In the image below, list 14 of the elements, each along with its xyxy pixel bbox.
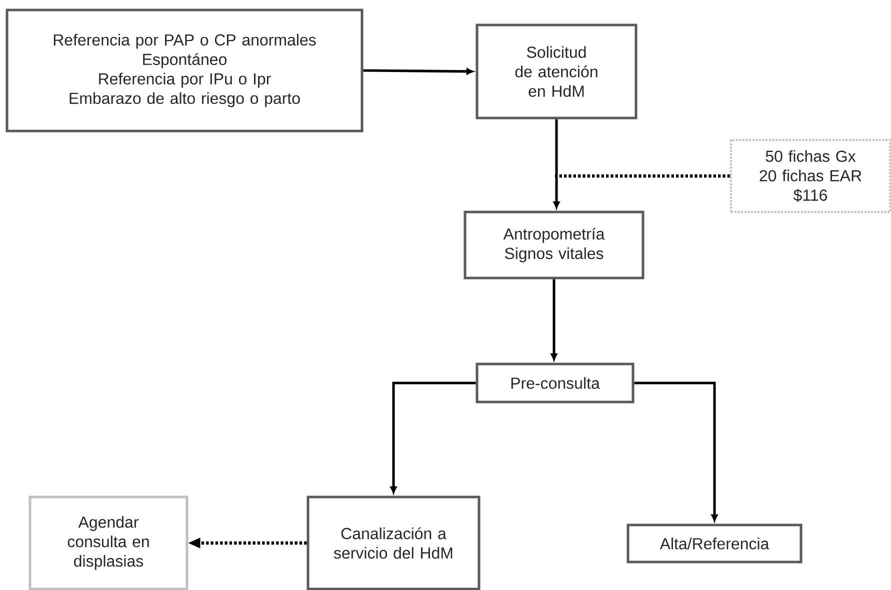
process-box: Antropometría Signos vitales <box>464 210 644 280</box>
arrow <box>550 279 558 360</box>
process-box: Agendar consulta en displasias <box>28 496 188 590</box>
process-box: Pre-consulta <box>476 362 634 404</box>
arrow <box>363 68 474 75</box>
process-box: Solicitud de atención en HdM <box>476 24 638 120</box>
process-box: Canalización a servicio del HdM <box>306 496 480 590</box>
arrow <box>553 119 560 208</box>
source-box: Referencia por PAP o CP anormales Espontáneo Referencia por IPu o Ipr Embarazo de alto riesgo o parto <box>6 8 364 132</box>
connector-line <box>555 174 730 178</box>
note-box: 50 fichas Gx 20 fichas EAR $116 <box>730 139 891 213</box>
arrow <box>634 382 718 522</box>
arrow <box>390 382 476 494</box>
process-box: Alta/Referencia <box>626 524 802 564</box>
